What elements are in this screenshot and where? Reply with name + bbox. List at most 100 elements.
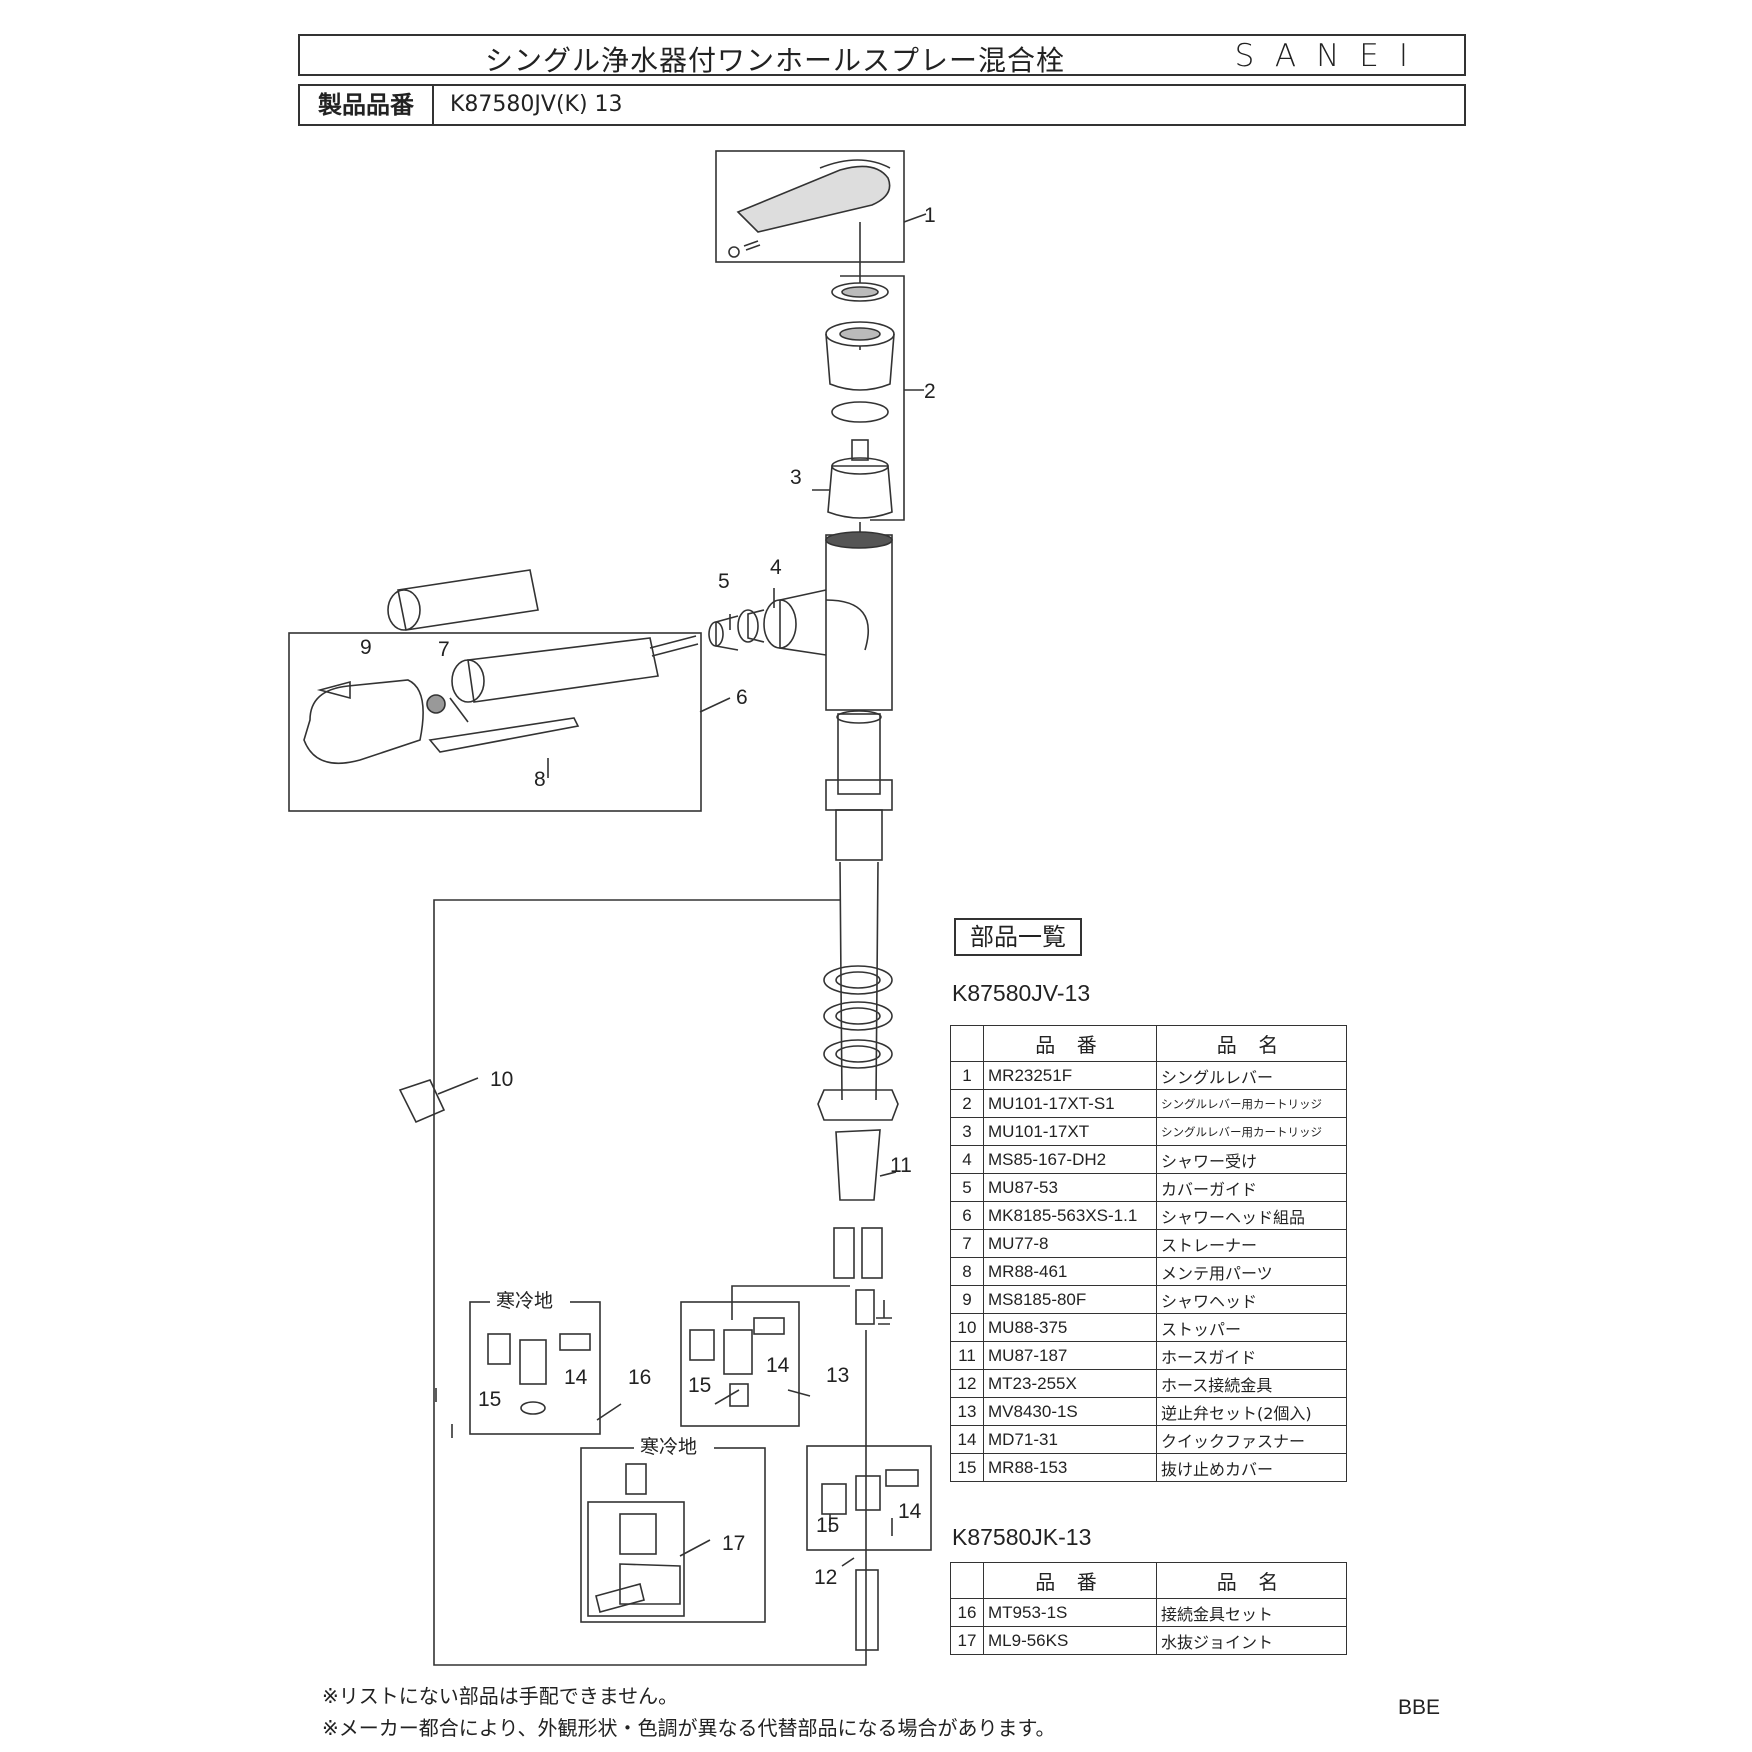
row-number: 13: [950, 1397, 984, 1426]
cold-region-label-2: 寒冷地: [640, 1436, 697, 1458]
table1-model: K87580JV-13: [952, 980, 1091, 1006]
product-number: K87580JV(K) 13: [450, 92, 623, 117]
part-name: 抜け止めカバー: [1156, 1453, 1347, 1482]
row-number: 10: [950, 1313, 984, 1342]
part-number: MR88-153: [983, 1453, 1157, 1482]
row-number: 3: [950, 1117, 984, 1146]
part-number: MT953-1S: [983, 1598, 1157, 1627]
parts-list-title: 部品一覧: [954, 918, 1082, 956]
note-1: ※リストにない部品は手配できません。: [322, 1684, 679, 1708]
part-number: MS85-167-DH2: [983, 1145, 1157, 1174]
part-name: 接続金具セット: [1156, 1598, 1347, 1627]
part-name: シャワヘッド: [1156, 1285, 1347, 1314]
row-number: 9: [950, 1285, 984, 1314]
row-number: 14: [950, 1425, 984, 1454]
part-name: シャワーヘッド組品: [1156, 1201, 1347, 1230]
drain-joint-box: [587, 1501, 685, 1617]
document-code: BBE: [1398, 1696, 1441, 1719]
callout-3: 3: [790, 466, 802, 489]
brand-logo: SANEI: [1234, 38, 1428, 74]
col-part-name: 品 名: [1156, 1562, 1347, 1599]
row-number: 1: [950, 1061, 984, 1090]
callout-9: 9: [360, 636, 372, 659]
product-number-bar: 製品品番 K87580JV(K) 13: [298, 84, 1466, 126]
callout-16: 16: [628, 1366, 651, 1389]
row-number: 16: [950, 1598, 984, 1627]
part-name: クイックファスナー: [1156, 1425, 1347, 1454]
row-number: 17: [950, 1626, 984, 1655]
callout-15c: 15: [816, 1514, 839, 1537]
table-header-row: 品 番 品 名: [950, 1025, 1347, 1062]
col-part-number: 品 番: [983, 1562, 1157, 1599]
part-name: 逆止弁セット(2個入): [1156, 1397, 1347, 1426]
part-number: MU87-187: [983, 1341, 1157, 1370]
part-number: MU101-17XT-S1: [983, 1089, 1157, 1118]
part-number: MR88-461: [983, 1257, 1157, 1286]
row-number: 11: [950, 1341, 984, 1370]
col-part-name: 品 名: [1156, 1025, 1347, 1062]
part-number: MS8185-80F: [983, 1285, 1157, 1314]
part-number: MU77-8: [983, 1229, 1157, 1258]
row-number: 12: [950, 1369, 984, 1398]
callout-17: 17: [722, 1532, 745, 1555]
part-name: シャワー受け: [1156, 1145, 1347, 1174]
row-number: 8: [950, 1257, 984, 1286]
callout-2: 2: [924, 380, 936, 403]
part-name: シングルレバー: [1156, 1061, 1347, 1090]
lever-box: [715, 150, 905, 263]
part-name: カバーガイド: [1156, 1173, 1347, 1202]
callout-15b: 15: [688, 1374, 711, 1397]
part-number: MT23-255X: [983, 1369, 1157, 1398]
product-title: シングル浄水器付ワンホールスプレー混合栓: [484, 44, 1065, 77]
callout-13: 13: [826, 1364, 849, 1387]
part-number: MU101-17XT: [983, 1117, 1157, 1146]
part-number: MD71-31: [983, 1425, 1157, 1454]
part-name: メンテ用パーツ: [1156, 1257, 1347, 1286]
callout-14c: 14: [898, 1500, 922, 1523]
callout-12: 12: [814, 1566, 837, 1589]
part-name: シングルレバー用カートリッジ: [1156, 1117, 1347, 1146]
col-no: [950, 1562, 984, 1599]
part-name: ストレーナー: [1156, 1229, 1347, 1258]
part-number: MK8185-563XS-1.1: [983, 1201, 1157, 1230]
shower-head-box: [288, 632, 702, 812]
part-number: MV8430-1S: [983, 1397, 1157, 1426]
row-number: 5: [950, 1173, 984, 1202]
callout-10: 10: [490, 1068, 513, 1091]
callout-5: 5: [718, 570, 730, 593]
part-name: シングルレバー用カートリッジ: [1156, 1089, 1347, 1118]
note-2: ※メーカー都合により、外観形状・色調が異なる代替部品になる場合があります。: [322, 1716, 1056, 1740]
part-number: MU88-375: [983, 1313, 1157, 1342]
title-bar: シングル浄水器付ワンホールスプレー混合栓 SANEI: [298, 34, 1466, 77]
row-number: 4: [950, 1145, 984, 1174]
callout-6: 6: [736, 686, 748, 709]
part-name: 水抜ジョイント: [1156, 1626, 1347, 1655]
callout-14b: 14: [766, 1354, 790, 1377]
part-number: ML9-56KS: [983, 1626, 1157, 1655]
col-no: [950, 1025, 984, 1062]
row-number: 15: [950, 1453, 984, 1482]
part-number: MU87-53: [983, 1173, 1157, 1202]
product-number-label: 製品品番: [300, 86, 434, 124]
callout-7: 7: [438, 638, 450, 661]
callout-1: 1: [924, 204, 936, 227]
row-number: 6: [950, 1201, 984, 1230]
row-number: 2: [950, 1089, 984, 1118]
